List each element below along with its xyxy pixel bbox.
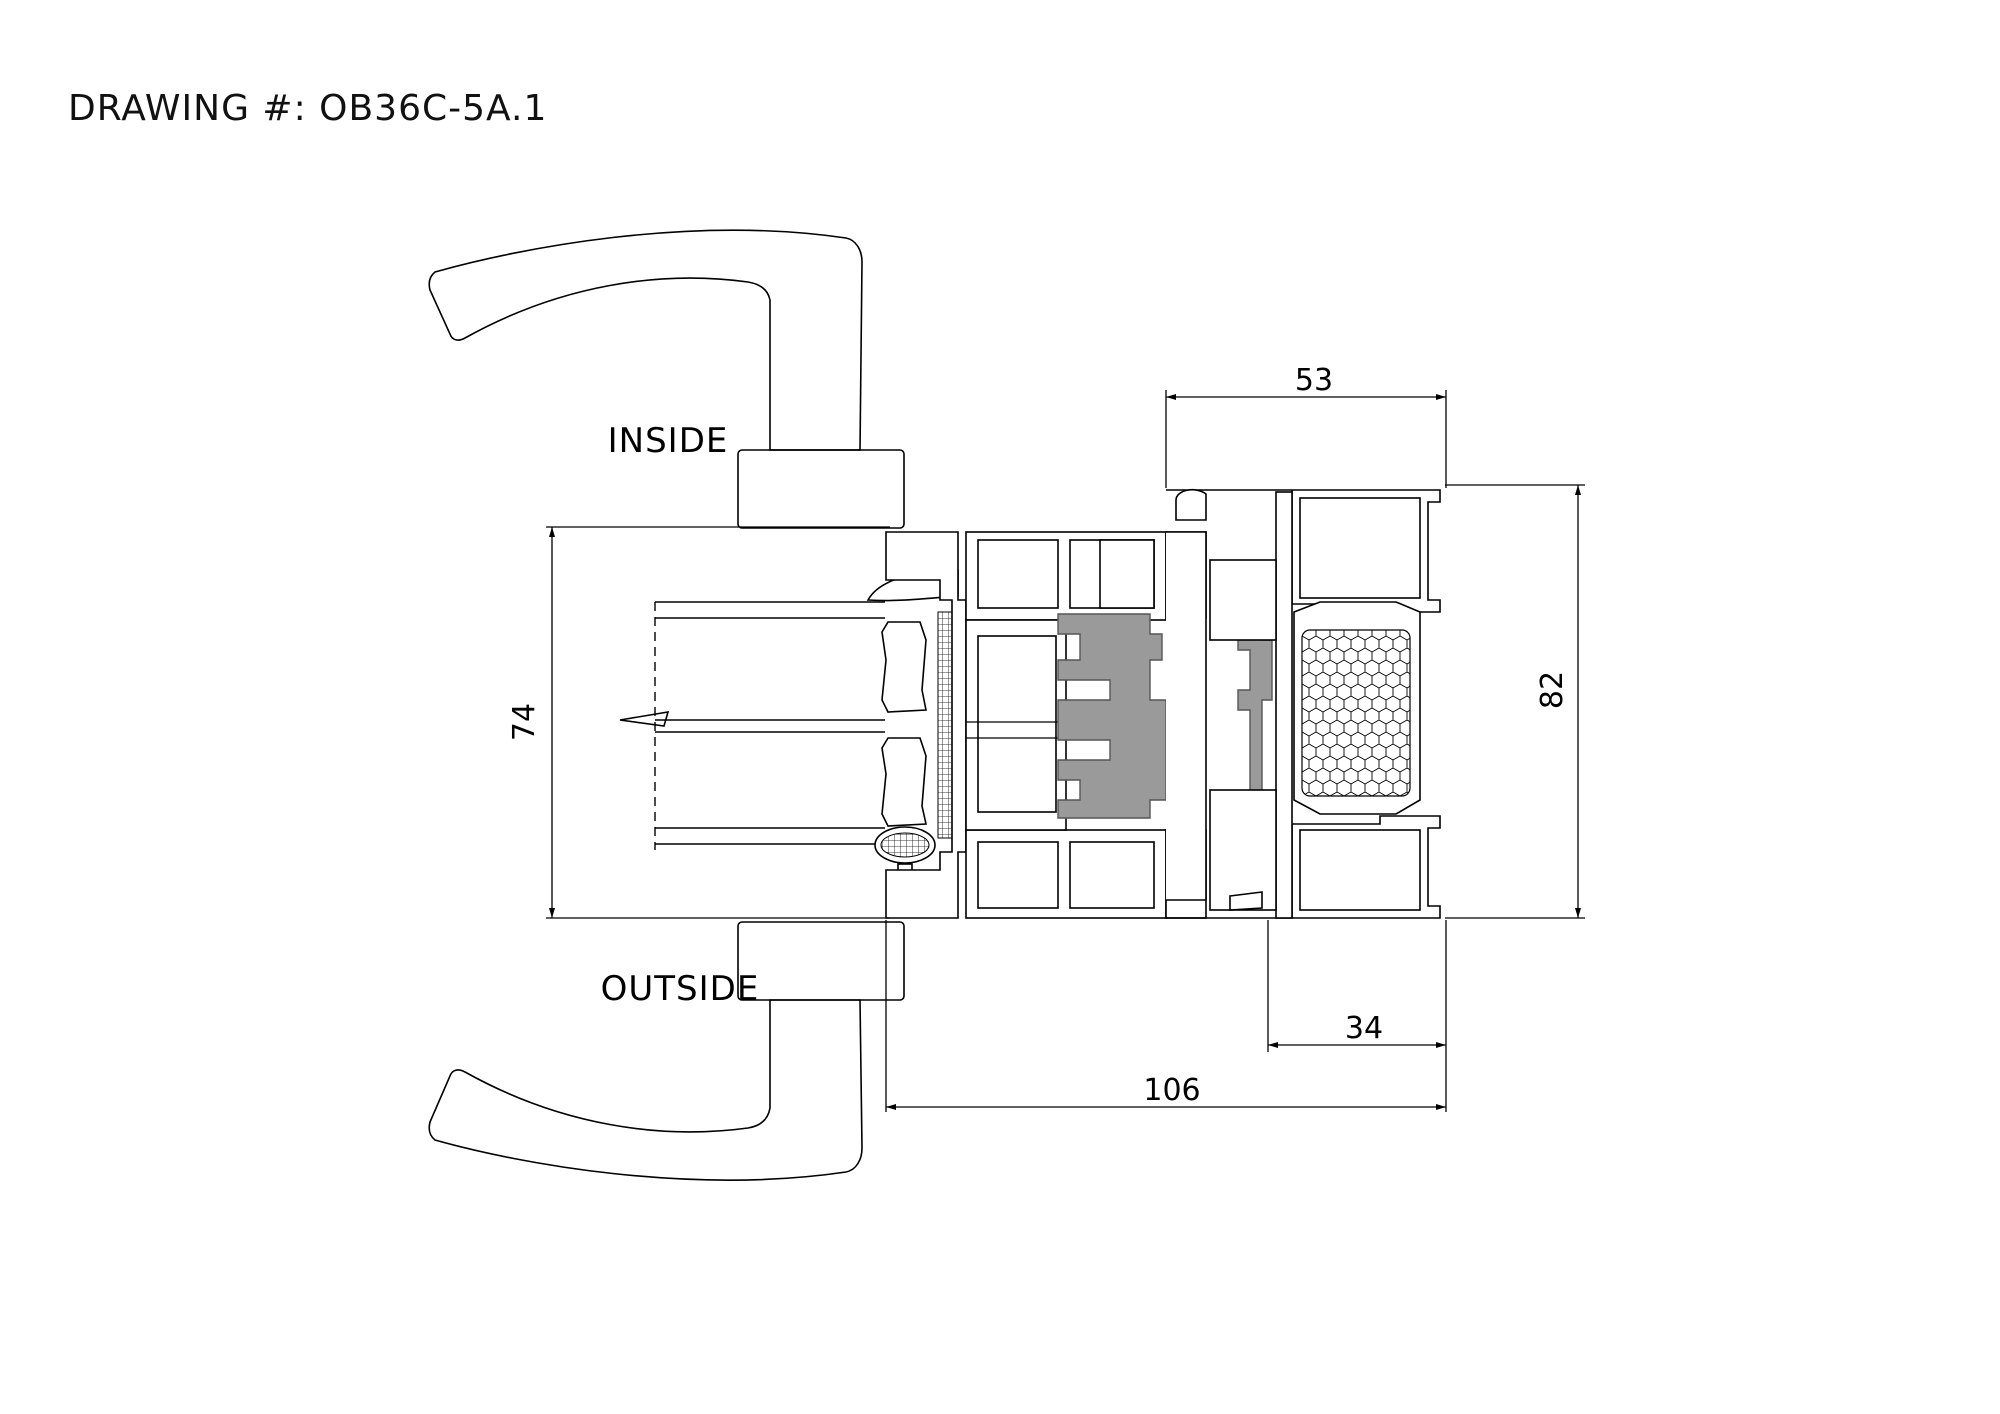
dimension-74-label: 74: [507, 703, 542, 741]
insulation-core: [1293, 601, 1421, 815]
dimension-82: 82: [1445, 484, 1585, 919]
inside-lever-handle: [428, 229, 905, 529]
dimension-34-label: 34: [1345, 1011, 1383, 1046]
drawing-title: DRAWING #: OB36C-5A.1: [68, 88, 548, 129]
outside-lever-handle: [428, 921, 905, 1181]
dimension-82-label: 82: [1535, 671, 1570, 709]
dimension-106-label: 106: [1143, 1073, 1200, 1108]
frame-profile: [1166, 488, 1441, 919]
dimension-106: 106: [885, 920, 1446, 1112]
dimension-53: 53: [1165, 363, 1447, 488]
dimension-53-label: 53: [1295, 363, 1333, 398]
dimension-34: 34: [1267, 920, 1447, 1112]
glazing-unit: [619, 601, 957, 850]
sash-profile: [885, 531, 1207, 919]
inside-label: INSIDE: [608, 421, 729, 461]
dimension-74: 74: [507, 526, 890, 919]
outside-label: OUTSIDE: [601, 969, 760, 1009]
